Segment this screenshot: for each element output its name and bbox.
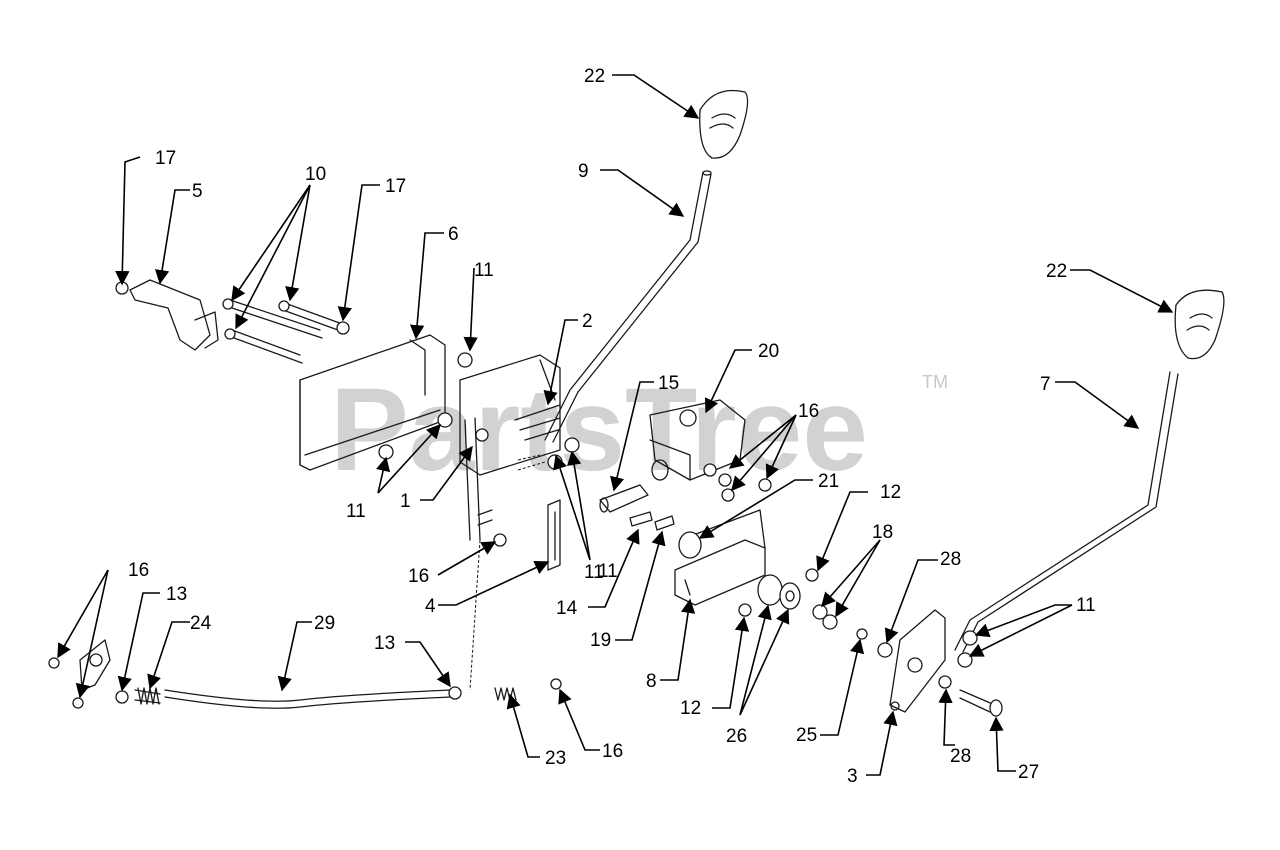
part-bar-1 — [464, 417, 507, 547]
callout-leaders — [57, 74, 1174, 776]
callout-7: 7 — [1040, 374, 1051, 395]
part-bolts-10 — [115, 281, 350, 364]
callout-15: 15 — [658, 373, 679, 394]
callout-17-right: 17 — [385, 176, 406, 197]
part-washers-26 — [738, 568, 819, 617]
callout-4: 4 — [425, 596, 436, 617]
part-grip-right — [1174, 289, 1225, 360]
part-pin-15 — [599, 459, 669, 513]
callout-29: 29 — [314, 613, 335, 634]
callout-19: 19 — [590, 630, 611, 651]
callout-12-top: 12 — [880, 482, 901, 503]
part-bracket-5 — [129, 279, 219, 351]
callout-18: 18 — [872, 522, 893, 543]
part-grip-left — [699, 89, 749, 159]
part-nuts-18-25 — [812, 604, 893, 658]
callout-11-left: 11 — [346, 501, 366, 522]
callout-22-left: 22 — [584, 66, 605, 87]
callout-6: 6 — [448, 224, 459, 245]
callout-11-top: 11 — [474, 260, 494, 281]
watermark-trademark: TM — [922, 372, 948, 392]
callout-16-center: 16 — [408, 566, 429, 587]
callout-25: 25 — [796, 725, 817, 746]
callout-2: 2 — [582, 311, 593, 332]
part-arm-3 — [889, 609, 978, 713]
part-bracket-8 — [674, 509, 766, 606]
part-plate-6 — [299, 334, 473, 471]
callout-9: 9 — [578, 161, 589, 182]
callout-23: 23 — [545, 748, 566, 769]
part-lever-right — [954, 371, 1179, 653]
callout-5: 5 — [192, 181, 203, 202]
callout-27: 27 — [1018, 762, 1039, 783]
callout-8: 8 — [646, 671, 657, 692]
callout-14: 14 — [556, 598, 578, 619]
part-bolt-27 — [959, 689, 1003, 717]
callout-16-linkage: 16 — [128, 560, 149, 581]
callout-17-left: 17 — [155, 148, 176, 169]
callout-13-right: 13 — [374, 633, 395, 654]
callout-20: 20 — [758, 341, 779, 362]
callout-11-center: 11 — [598, 561, 618, 582]
part-lever-left — [544, 170, 712, 443]
callout-labels: 22 9 17 5 10 17 6 11 2 20 15 16 22 7 11 … — [128, 66, 1096, 787]
callout-16-mid: 16 — [798, 401, 819, 422]
callout-10: 10 — [305, 164, 326, 185]
callout-1: 1 — [400, 491, 411, 512]
callout-28-bottom: 28 — [950, 746, 971, 767]
part-plate-4 — [547, 499, 561, 571]
part-linkage-29 — [48, 539, 562, 709]
callout-22-right: 22 — [1046, 261, 1067, 282]
callout-24: 24 — [190, 613, 212, 634]
callout-3: 3 — [847, 766, 858, 787]
watermark-logo: PartsTree — [330, 364, 868, 496]
part-keys-14-19 — [629, 511, 675, 531]
callout-12-bottom: 12 — [680, 698, 701, 719]
callout-13-left: 13 — [166, 584, 187, 605]
callout-16-bottom: 16 — [602, 741, 623, 762]
callout-11-right: 11 — [1076, 595, 1096, 616]
callout-26: 26 — [726, 726, 747, 747]
callout-21: 21 — [818, 471, 839, 492]
callout-11-lower: 11 — [584, 562, 604, 583]
callout-28-top: 28 — [940, 549, 961, 570]
